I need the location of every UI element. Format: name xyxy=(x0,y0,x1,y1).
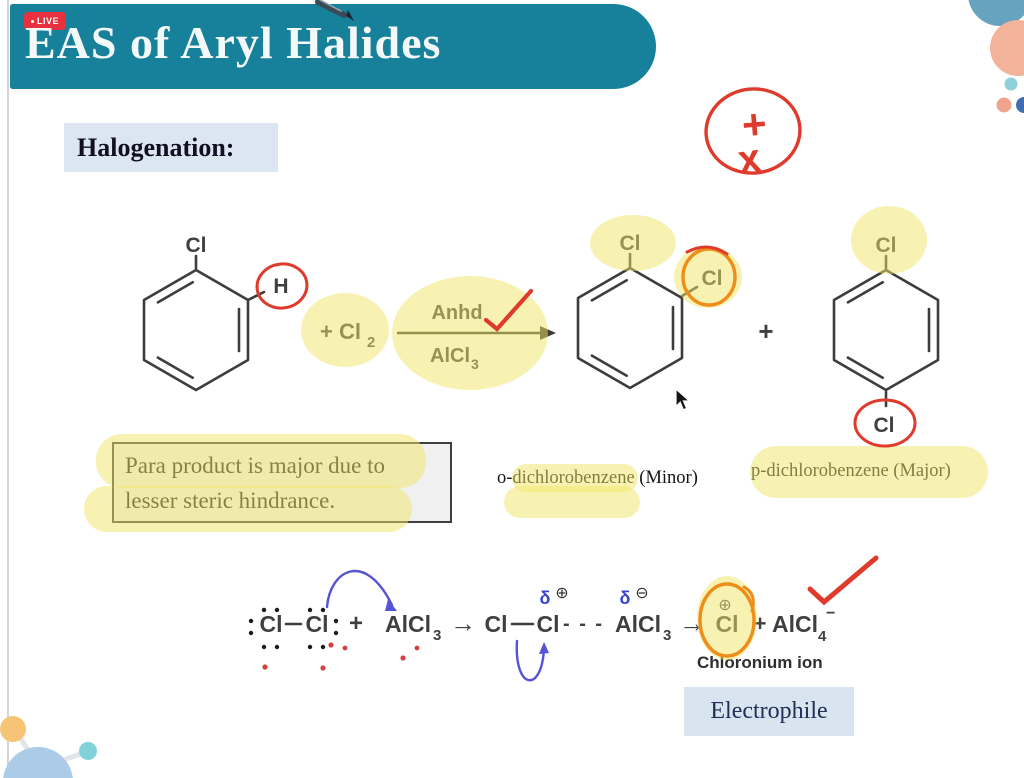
svg-text:Cl: Cl xyxy=(702,267,723,290)
svg-text:3: 3 xyxy=(433,627,441,644)
left-border-line xyxy=(7,0,9,778)
svg-text:Cl: Cl xyxy=(537,611,560,637)
chloronium-ion-label: Chloronium ion xyxy=(697,653,823,672)
reaction-arrow: Anhd AlCl 3 xyxy=(397,302,556,372)
ortho-h-label: H xyxy=(273,275,288,298)
para-product-caption: p-dichlorobenzene (Major) xyxy=(751,461,951,481)
svg-text:Cl: Cl xyxy=(485,611,508,637)
mechanism-equation: Cl Cl + AlCl 3 → Cl Cl δ ⊕ - - - AlCl 3 … xyxy=(248,585,835,650)
svg-text:+: + xyxy=(754,611,767,636)
chlorobenzene-structure: Cl H xyxy=(142,234,289,392)
svg-text:Cl: Cl xyxy=(260,611,283,637)
plus-mark: + xyxy=(740,100,769,149)
circled-plus-x-annotation: + x xyxy=(704,87,802,183)
delta-minus: δ xyxy=(620,588,631,608)
condition-anhd: Anhd xyxy=(431,302,482,324)
h-circle-annotation xyxy=(255,262,309,310)
electrophile-label-box: Electrophile xyxy=(684,687,854,736)
svg-text:3: 3 xyxy=(663,627,671,644)
para-cl-circle xyxy=(853,398,917,448)
section-label-box: Halogenation: xyxy=(64,123,278,172)
top-right-molecule-decoration xyxy=(968,0,1024,113)
delta-plus: δ xyxy=(540,588,551,608)
para-dichlorobenzene-structure: Cl Cl xyxy=(832,234,940,437)
chloronium-cl: Cl xyxy=(716,611,739,637)
page-title: EAS of Aryl Halides xyxy=(25,17,442,68)
chloronium-circle xyxy=(698,582,756,658)
ortho-dichlorobenzene-structure: Cl Cl xyxy=(576,232,723,390)
svg-text:→: → xyxy=(679,608,705,638)
note-box: Para product is major due to lesser ster… xyxy=(112,442,452,523)
svg-text:AlCl: AlCl xyxy=(615,611,661,637)
conditions-checkmark xyxy=(483,288,534,332)
note-line-2: lesser steric hindrance. xyxy=(125,488,336,513)
chlorobenzene-cl-label: Cl xyxy=(186,234,207,257)
alcl4-minus-charge: − xyxy=(826,605,835,622)
svg-text:Cl: Cl xyxy=(876,234,897,257)
note-line-1: Para product is major due to xyxy=(125,453,385,478)
svg-text:Cl: Cl xyxy=(306,611,329,637)
section-label: Halogenation: xyxy=(77,133,235,162)
live-dot-icon xyxy=(30,19,34,23)
mouse-cursor xyxy=(675,387,691,411)
svg-text:AlCl: AlCl xyxy=(385,611,431,637)
ortho-cl-circle xyxy=(681,247,737,307)
svg-text:+: + xyxy=(349,610,363,637)
svg-text:4: 4 xyxy=(818,628,827,645)
svg-text:→: → xyxy=(450,608,476,638)
mechanism-checkmark xyxy=(807,555,879,606)
blue-curved-arrows xyxy=(325,569,549,682)
chloronium-charge: ⊕ xyxy=(718,597,731,614)
svg-text:Cl: Cl xyxy=(620,232,641,255)
condition-alcl3: AlCl xyxy=(430,345,470,367)
plus-cl2-text: + Cl 2 xyxy=(320,319,375,351)
circle-plus-symbol: ⊕ xyxy=(555,585,568,602)
live-badge: LIVE xyxy=(24,12,66,30)
svg-text:2: 2 xyxy=(367,334,375,351)
svg-text:- - -: - - - xyxy=(563,613,604,635)
svg-text:3: 3 xyxy=(471,356,479,372)
products-plus-sign: + xyxy=(758,316,773,346)
svg-text:+ Cl: + Cl xyxy=(320,319,361,344)
red-pen-annotations: + x xyxy=(255,87,917,671)
bottom-left-molecule-decoration xyxy=(0,716,97,778)
x-mark: x xyxy=(735,136,763,183)
live-label: LIVE xyxy=(36,16,59,26)
electrophile-label: Electrophile xyxy=(710,698,828,724)
ortho-product-caption: o-dichlorobenzene (Minor) xyxy=(497,468,698,488)
red-pen-dots xyxy=(262,642,420,671)
circle-minus-symbol: ⊖ xyxy=(635,585,648,602)
lone-pair-dots xyxy=(248,607,339,650)
svg-text:Cl: Cl xyxy=(874,414,895,437)
title-banner: LIVE EAS of Aryl Halides xyxy=(10,4,656,89)
svg-text:AlCl: AlCl xyxy=(772,611,818,637)
yellow-highlights xyxy=(84,206,988,660)
